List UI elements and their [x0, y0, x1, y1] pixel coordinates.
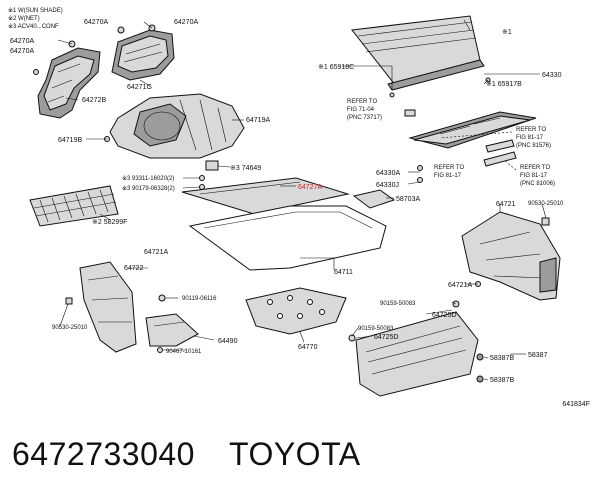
label-64721A: 64721A — [448, 282, 472, 289]
label-74649: ※3 74649 — [230, 165, 261, 172]
parts-diagram: ※1 W(SUN SHADE) ※2 W(NET) ※3 ACV40...CON… — [8, 7, 564, 397]
caption: 6472733040 TOYOTA — [12, 436, 361, 473]
label-65917B: ※1 65917B — [486, 81, 522, 88]
label-58703A: 58703A — [396, 196, 420, 203]
label-58387B: 58387B — [490, 377, 514, 384]
part-58387-sill[interactable] — [355, 311, 479, 397]
refer-81-17: REFER TO FIG 81-17 — [434, 165, 464, 179]
part-64721-quarter-trim[interactable] — [461, 211, 561, 301]
label-90159-50083: 90159-50083 — [380, 301, 416, 307]
label-note-1: ※1 — [502, 29, 512, 36]
label-64272B: 64272B — [82, 97, 106, 104]
brand-name: TOYOTA — [228, 436, 361, 472]
clip-icon — [117, 26, 125, 34]
label-64270A: 64270A — [174, 19, 198, 26]
part-90119-bolt[interactable] — [158, 294, 166, 302]
refer-73717: REFER TO FIG 71-04 (PNC 73717) — [347, 99, 382, 121]
part-64722-quarter-trim[interactable] — [79, 261, 137, 353]
label-64721A: 64721A — [144, 249, 168, 256]
note-2: ※2 W(NET) — [8, 15, 40, 22]
part-number: 6472733040 — [12, 436, 195, 472]
label-64719A: 64719A — [246, 117, 270, 124]
svg-text:(PNC 81006): (PNC 81006) — [520, 181, 555, 187]
label-65918C: ※1 65918C — [318, 64, 354, 71]
svg-text:REFER TO: REFER TO — [434, 165, 464, 171]
refer-blocks: REFER TO FIG 71-04 (PNC 73717) REFER TO … — [347, 99, 555, 187]
label-90467-10161: 90467-10161 — [166, 349, 202, 355]
part-58387B-clips[interactable] — [476, 353, 484, 383]
clip-icon — [199, 184, 205, 190]
label-64719B: 64719B — [58, 137, 82, 144]
svg-text:(PNC 73717): (PNC 73717) — [347, 115, 382, 121]
part-64770-spare-cover[interactable] — [245, 287, 347, 335]
clip-icon — [33, 69, 39, 75]
label-64722: 64722 — [124, 265, 144, 272]
clip-icon — [199, 175, 205, 181]
part-58703A-pad[interactable] — [352, 189, 396, 209]
part-64719A-lid-trim[interactable] — [109, 93, 245, 159]
label-64490: 64490 — [218, 338, 238, 345]
part-64271G-trim[interactable] — [111, 29, 175, 81]
part-labels: 64270A 64270A 64270A 64270A 64272B 64271… — [10, 19, 564, 384]
label-90530-25010: 90530-25010 — [528, 201, 564, 207]
label-64721: 64721 — [496, 201, 516, 208]
screw-icon — [417, 177, 423, 183]
part-74649-cover[interactable] — [205, 160, 219, 171]
label-58387B: 58387B — [490, 355, 514, 362]
label-64270A: 64270A — [10, 48, 34, 55]
leader-lines — [57, 19, 547, 381]
svg-text:FIG 81-17: FIG 81-17 — [520, 173, 548, 179]
part-64490-box[interactable] — [145, 313, 199, 347]
notes-block: ※1 W(SUN SHADE) ※2 W(NET) ※3 ACV40...CON… — [8, 7, 63, 30]
svg-text:(PNC 81576): (PNC 81576) — [516, 143, 551, 149]
part-58299F-net[interactable] — [29, 185, 119, 227]
svg-text:REFER TO: REFER TO — [520, 165, 550, 171]
svg-text:FIG 81-17: FIG 81-17 — [434, 173, 462, 179]
part-64272B-trim[interactable] — [37, 47, 101, 119]
label-64270A: 64270A — [10, 38, 34, 45]
label-64330: 64330 — [542, 72, 562, 79]
screw-icon — [389, 92, 395, 98]
label-64330A: 64330A — [376, 170, 400, 177]
note-1: ※1 W(SUN SHADE) — [8, 7, 63, 14]
label-58299F: ※2 58299F — [92, 219, 127, 226]
svg-text:FIG 71-04: FIG 71-04 — [347, 107, 375, 113]
note-3: ※3 ACV40...CONF — [8, 23, 59, 30]
svg-text:REFER TO: REFER TO — [347, 99, 377, 105]
part-64711-floor-mat[interactable] — [188, 205, 387, 271]
part-ref-73717 — [404, 109, 416, 117]
svg-text:REFER TO: REFER TO — [516, 127, 546, 133]
part-64727A-board[interactable] — [181, 177, 350, 215]
svg-text:FIG 81-17: FIG 81-17 — [516, 135, 544, 141]
part-64330A-tray[interactable] — [408, 111, 537, 149]
refer-81576: REFER TO FIG 81-17 (PNC 81576) — [516, 127, 551, 149]
label-93311: ※3 93311-16020(2) — [122, 175, 174, 182]
label-90179: ※3 90179-06328(2) — [122, 185, 175, 192]
label-64770: 64770 — [298, 344, 318, 351]
label-64711: 64711 — [334, 269, 353, 276]
label-64271G: 64271G — [127, 84, 152, 91]
label-64330J: 64330J — [376, 182, 399, 189]
screw-icon — [417, 165, 423, 171]
label-64270A: 64270A — [84, 19, 108, 26]
part-ref-bars — [483, 139, 517, 167]
label-64725D: 64725D — [432, 312, 457, 319]
label-64727A-highlighted[interactable]: 64727A — [298, 184, 322, 191]
label-90119-06116: 90119-06116 — [182, 296, 217, 302]
part-64330-tonneau[interactable] — [351, 15, 485, 91]
label-90530-25010: 90530-25010 — [52, 325, 88, 331]
part-90467-clip[interactable] — [157, 347, 163, 353]
part-90530-clip-l[interactable] — [65, 297, 73, 305]
figure-code: 641834F — [562, 401, 590, 408]
refer-81006: REFER TO FIG 81-17 (PNC 81006) — [520, 165, 555, 187]
label-58387: 58387 — [528, 352, 548, 359]
part-90530-clip-r[interactable] — [541, 217, 550, 226]
label-90159-50083: 90159-50083 — [358, 326, 394, 332]
label-64725D: 64725D — [374, 334, 399, 341]
